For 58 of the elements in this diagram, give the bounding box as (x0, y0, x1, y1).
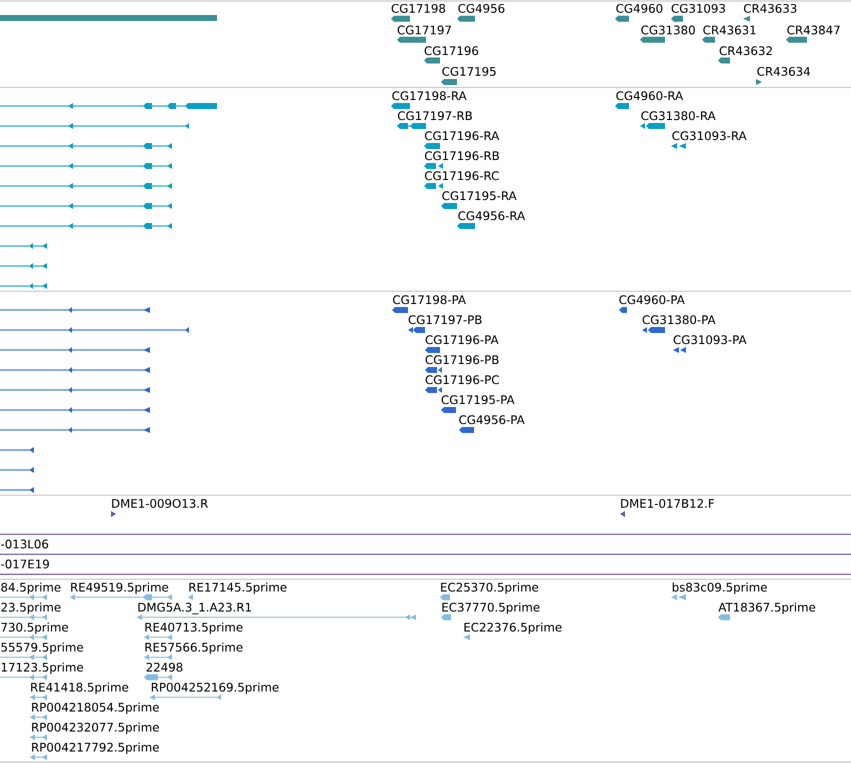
protein-label: CG31380-PA (642, 315, 716, 324)
transcript-label: CG17198-RA (392, 91, 467, 100)
gene-label: CG31380 (641, 26, 695, 34)
protein-label: CG31093-PA (674, 335, 747, 344)
transcript-label: CG17196-RA (424, 131, 500, 140)
protein-label: CG17196-PB (426, 355, 499, 364)
protein-label: CG4960-PA (619, 295, 685, 304)
clone-label: -017E19 (1, 560, 49, 568)
est-label: AT18367.5prime (718, 602, 816, 614)
transcript-label: CG17196-RC (424, 171, 499, 180)
protein-label: CG4956-PA (459, 415, 525, 424)
protein-label: CG17196-PA (426, 335, 498, 344)
protein-label: CG17196-PC (426, 375, 499, 384)
transcript-label: CG4956-RA (458, 211, 526, 220)
est-label: RE57566.5prime (145, 642, 242, 654)
est-label: DMG5A.3_1.A23.R1 (138, 602, 251, 614)
est-label: 23.5prime (1, 602, 61, 614)
est-label: RE49519.5prime (71, 582, 168, 594)
transcript-label: CG31380-RA (641, 111, 716, 120)
protein-label: CG17195-PA (442, 395, 514, 404)
transcript-label: CG4960-RA (616, 91, 684, 100)
protein-label: CG17197-PB (408, 315, 482, 324)
gene-label: CG17198 (392, 4, 446, 13)
clone-end-label: DME1-017B12.F (621, 498, 714, 508)
est-label: EC25370.5prime (441, 582, 538, 594)
est-label: EC22376.5prime (464, 622, 562, 634)
gene-label: CG4960 (616, 4, 662, 13)
gene-label: CG4956 (458, 4, 504, 13)
est-label: 730.5prime (1, 622, 68, 634)
est-label: 84.5prime (1, 582, 61, 594)
gene-label: CR43631 (703, 26, 756, 34)
est-label: 55579.5prime (1, 642, 84, 654)
clone-end-label: DME1-009O13.R (112, 498, 208, 508)
est-label: 22498 (146, 662, 182, 672)
est-label: EC37770.5prime (442, 602, 540, 614)
gene-label: CG17197 (398, 26, 451, 34)
est-label: RP004218054.5prime (32, 702, 159, 714)
gene-label: CR43633 (744, 4, 796, 13)
est-label: bs83c09.5prime (672, 582, 767, 594)
est-label: RE40713.5prime (145, 622, 242, 634)
gene-label: CR43632 (720, 46, 772, 56)
est-label: RP004232077.5prime (32, 722, 159, 734)
gene-label: CR43847 (787, 26, 840, 34)
clone-label: -013L06 (1, 540, 48, 548)
est-label: 17123.5prime (2, 662, 84, 674)
gene-label: CG17195 (442, 66, 496, 76)
est-label: RP004217792.5prime (32, 742, 159, 754)
gene-label: CG31093 (672, 4, 725, 13)
transcript-label: CG17196-RB (424, 151, 499, 160)
transcript-label: CG31093-RA (672, 131, 747, 140)
transcript-label: CG17197-RB (398, 111, 472, 120)
gene-label: CG17196 (424, 46, 478, 56)
est-label: RE41418.5prime (31, 682, 128, 694)
protein-label: CG17198-PA (393, 295, 466, 304)
est-label: RE17145.5prime (189, 582, 286, 594)
gene-label: CR43634 (757, 66, 810, 76)
transcript-label: CG17195-RA (442, 191, 517, 200)
est-label: RP004252169.5prime (152, 682, 279, 694)
